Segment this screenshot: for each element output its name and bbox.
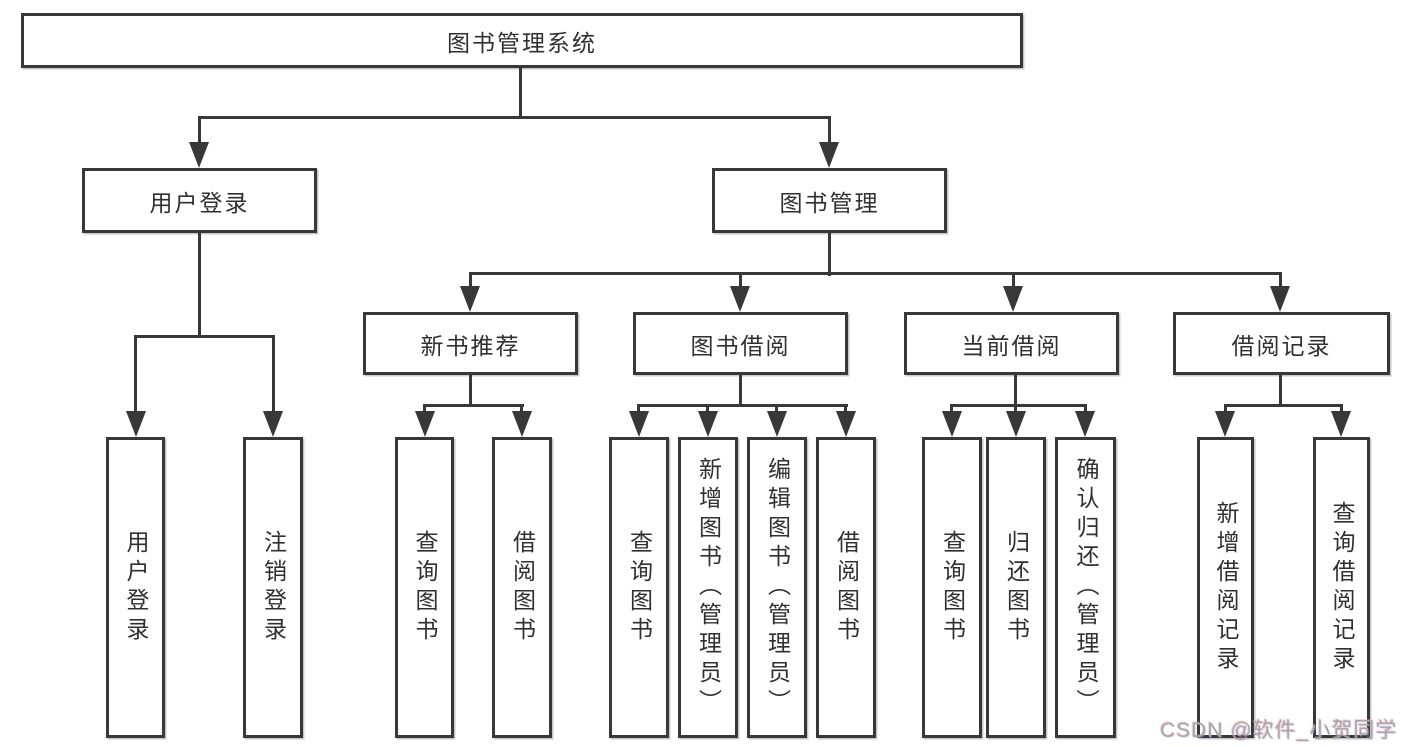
connector-drop-leaf [1014,404,1017,416]
node-borrow-record: 借阅记录 [1173,312,1390,375]
arrow-down-icon [836,411,856,437]
connector-new-book-trunk [469,375,472,407]
connector-drop-leaf [1340,404,1343,416]
arrow-down-icon [730,286,750,312]
connector-new-book-split [424,404,524,407]
connector-drop-leaf [844,404,847,416]
connector-book-management-trunk [828,233,831,276]
connector-drop-login-leaf [134,335,137,413]
node-book-management: 图书管理 [712,168,947,233]
connector-book-borrow-split [638,404,848,407]
connector-root-trunk [519,68,522,118]
connector-drop-borrow-record [1279,272,1282,288]
connector-drop-book-borrow [739,272,742,288]
leaf-query-book-recommend: 查询图书 [395,437,454,738]
leaf-user-login: 用户登录 [106,437,165,738]
arrow-down-icon [189,142,209,168]
connector-level2-split [198,116,831,119]
node-root: 图书管理系统 [21,13,1023,68]
arrow-down-icon [1003,286,1023,312]
connector-current-borrow-split [951,404,1087,407]
leaf-add-book-admin: 新增图书（管理员） [678,437,738,738]
leaf-return-book: 归还图书 [986,437,1046,738]
leaf-add-borrow-record: 新增借阅记录 [1197,437,1254,738]
arrow-down-icon [1006,411,1026,437]
leaf-logout: 注销登录 [243,437,303,738]
arrow-down-icon [512,411,532,437]
arrow-down-icon [819,142,839,168]
connector-drop-leaf [706,404,709,416]
connector-drop-logout-leaf [272,335,275,413]
leaf-query-book-current: 查询图书 [922,437,982,738]
leaf-borrow-book-recommend: 借阅图书 [492,437,552,738]
connector-current-borrow-trunk [1014,375,1017,407]
connector-drop-current-borrow [1012,272,1015,288]
leaf-edit-book-admin: 编辑图书（管理员） [747,437,807,738]
connector-drop-leaf [775,404,778,416]
connector-drop-leaf [1224,404,1227,416]
arrow-down-icon [1215,411,1235,437]
arrow-down-icon [1331,411,1351,437]
connector-borrow-record-split [1224,404,1343,407]
arrow-down-icon [629,411,649,437]
arrow-down-icon [415,411,435,437]
arrow-down-icon [942,411,962,437]
arrow-down-icon [1270,286,1290,312]
connector-user-login-trunk [198,233,201,337]
csdn-watermark: CSDN @软件_小贺同学 [1160,719,1398,742]
connector-drop-leaf [520,404,523,416]
arrow-down-icon [263,411,283,437]
connector-drop-leaf [637,404,640,416]
node-current-borrow: 当前借阅 [904,312,1119,375]
node-book-borrow: 图书借阅 [633,312,848,375]
arrow-down-icon [460,286,480,312]
connector-drop-user-login [198,116,201,145]
leaf-borrow-book: 借阅图书 [816,437,876,738]
arrow-down-icon [126,411,146,437]
connector-level3-split [469,272,1282,275]
leaf-query-borrow-record: 查询借阅记录 [1313,437,1370,738]
arrow-down-icon [767,411,787,437]
connector-drop-new-book [469,272,472,288]
node-user-login: 用户登录 [82,168,317,233]
leaf-confirm-return-admin: 确认归还（管理员） [1055,437,1116,738]
leaf-query-book-borrow: 查询图书 [609,437,669,738]
connector-book-borrow-trunk [739,375,742,407]
connector-user-login-split [134,335,275,338]
connector-borrow-record-trunk [1279,375,1282,407]
node-new-book-recommend: 新书推荐 [363,312,578,375]
connector-drop-leaf [950,404,953,416]
connector-drop-book-management [828,116,831,145]
arrow-down-icon [1075,411,1095,437]
arrow-down-icon [698,411,718,437]
connector-drop-leaf [1084,404,1087,416]
connector-drop-leaf [423,404,426,416]
